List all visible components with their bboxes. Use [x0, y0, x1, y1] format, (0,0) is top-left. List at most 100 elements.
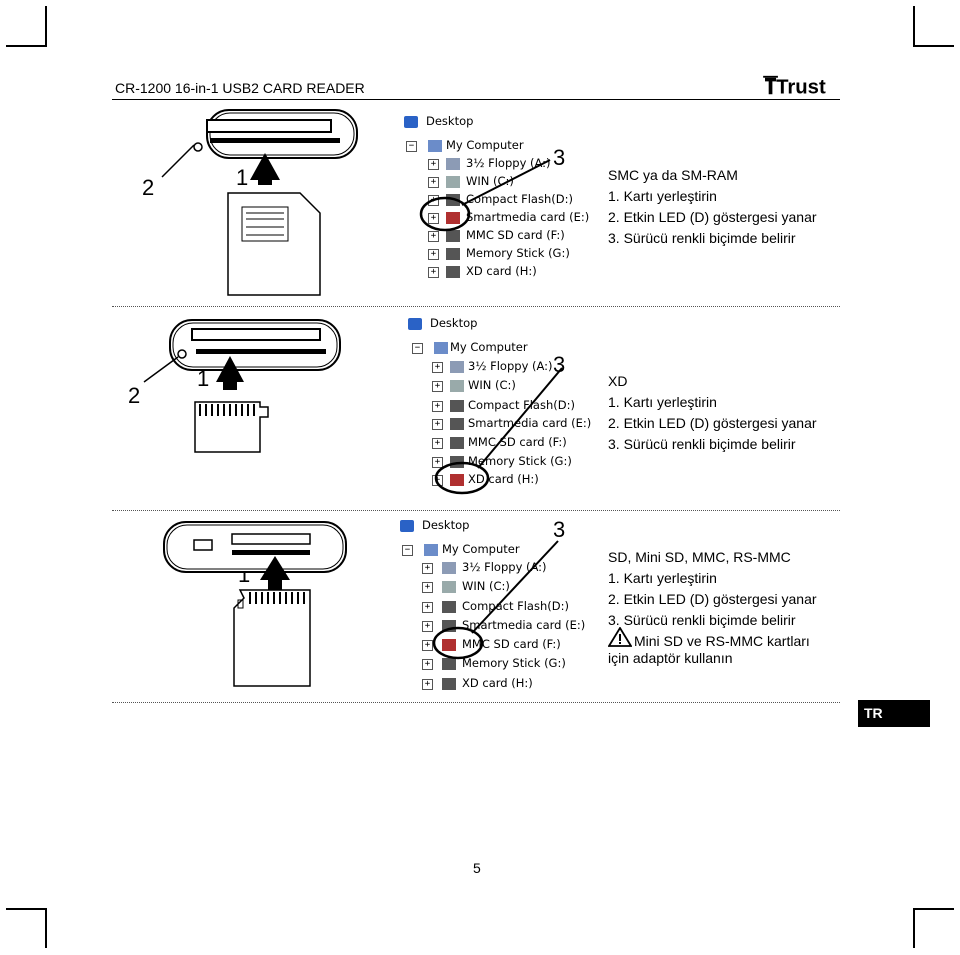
- xd-card-icon: [450, 474, 464, 486]
- crop-mark: [913, 45, 954, 47]
- expand-icon[interactable]: +: [432, 419, 443, 430]
- desktop-icon: [404, 116, 418, 128]
- floppy-icon: [446, 158, 460, 170]
- led-indicator: [177, 349, 187, 359]
- section-divider: [112, 510, 840, 511]
- language-badge: TR: [858, 700, 930, 727]
- step-text: 3. Sürücü renkli biçimde belirir: [608, 230, 796, 246]
- card-type-heading: XD: [608, 373, 628, 389]
- crop-mark: [45, 908, 47, 948]
- section-divider: [112, 306, 840, 307]
- trust-logo: Trust: [763, 75, 826, 98]
- expand-icon[interactable]: +: [428, 159, 439, 170]
- expand-icon[interactable]: +: [428, 231, 439, 242]
- explorer-tree: Desktop −My Computer +3½ Floppy (A:) +WI…: [392, 514, 592, 694]
- expand-icon[interactable]: +: [432, 381, 443, 392]
- step-text: 1. Kartı yerleştirin: [608, 188, 717, 204]
- instruction-block: SMC ya da SM-RAM 1. Kartı yerleştirin 2.…: [608, 165, 817, 249]
- mmc-icon: [446, 230, 460, 242]
- xd-card-icon: [446, 266, 460, 278]
- callout-1: 1: [236, 165, 249, 190]
- instruction-block: XD 1. Kartı yerleştirin 2. Etkin LED (D)…: [608, 371, 817, 455]
- card-reader-diagram: [143, 319, 341, 453]
- expand-icon[interactable]: +: [422, 679, 433, 690]
- my-computer-icon: [434, 342, 448, 354]
- expand-icon[interactable]: +: [422, 621, 433, 632]
- warning-icon: [608, 627, 632, 647]
- collapse-icon[interactable]: −: [412, 343, 423, 354]
- card-reader-diagram: [163, 521, 347, 687]
- drive-icon: [446, 176, 460, 188]
- desktop-icon: [408, 318, 422, 330]
- expand-icon[interactable]: +: [422, 602, 433, 613]
- callout-3: 3: [553, 352, 566, 377]
- instruction-block: SD, Mini SD, MMC, RS-MMC 1. Kartı yerleş…: [608, 547, 817, 669]
- step-text: 2. Etkin LED (D) göstergesi yanar: [608, 209, 817, 225]
- expand-icon[interactable]: +: [422, 659, 433, 670]
- crop-mark: [45, 6, 47, 46]
- warning-note: Mini SD ve RS-MMC kartları: [608, 627, 817, 652]
- cf-card-icon: [450, 400, 464, 412]
- my-computer-icon: [428, 140, 442, 152]
- card-reader-diagram: [161, 109, 358, 296]
- collapse-icon[interactable]: −: [402, 545, 413, 556]
- step-text: 2. Etkin LED (D) göstergesi yanar: [608, 591, 817, 607]
- step-text: 1. Kartı yerleştirin: [608, 570, 717, 586]
- floppy-icon: [450, 361, 464, 373]
- my-computer-icon: [424, 544, 438, 556]
- expand-icon[interactable]: +: [428, 267, 439, 278]
- insert-arrow-icon: [250, 153, 280, 185]
- warning-text: Mini SD ve RS-MMC kartları: [634, 633, 810, 649]
- callout-2: 2: [128, 383, 141, 408]
- insert-arrow-icon: [216, 356, 244, 390]
- card-type-heading: SMC ya da SM-RAM: [608, 167, 738, 183]
- step-text: 3. Sürücü renkli biçimde belirir: [608, 436, 796, 452]
- xd-card-icon: [442, 678, 456, 690]
- smartmedia-icon: [446, 212, 460, 224]
- cf-card-icon: [442, 601, 456, 613]
- page-number: 5: [473, 860, 481, 876]
- drive-icon: [442, 581, 456, 593]
- expand-icon[interactable]: +: [432, 457, 443, 468]
- collapse-icon[interactable]: −: [406, 141, 417, 152]
- step-text: 2. Etkin LED (D) göstergesi yanar: [608, 415, 817, 431]
- expand-icon[interactable]: +: [432, 438, 443, 449]
- highlight-callout: [432, 540, 559, 660]
- callout-1: 1: [197, 366, 210, 391]
- step-text: 3. Sürücü renkli biçimde belirir: [608, 612, 796, 628]
- highlight-callout: [434, 367, 563, 495]
- expand-icon[interactable]: +: [432, 401, 443, 412]
- expand-icon[interactable]: +: [422, 563, 433, 574]
- explorer-tree: Desktop −My Computer +3½ Floppy (A:) +WI…: [398, 112, 598, 292]
- section-divider: [112, 702, 840, 703]
- mmc-icon: [450, 437, 464, 449]
- insert-arrow-icon: [260, 556, 290, 590]
- expand-icon[interactable]: +: [428, 177, 439, 188]
- header-rule: [112, 99, 840, 100]
- desktop-icon: [400, 520, 414, 532]
- callout-3: 3: [553, 517, 566, 542]
- expand-icon[interactable]: +: [422, 640, 433, 651]
- trust-logo-text: Trust: [776, 76, 826, 98]
- led-indicator: [193, 142, 203, 152]
- memory-stick-icon: [446, 248, 460, 260]
- sd-card-icon: [233, 589, 311, 687]
- crop-mark: [6, 45, 47, 47]
- crop-mark: [913, 6, 915, 46]
- expand-icon[interactable]: +: [428, 249, 439, 260]
- floppy-icon: [442, 562, 456, 574]
- callout-2: 2: [142, 175, 155, 200]
- expand-icon[interactable]: +: [428, 213, 439, 224]
- card-type-heading: SD, Mini SD, MMC, RS-MMC: [608, 549, 791, 565]
- xd-card-icon: [194, 401, 269, 453]
- crop-mark: [6, 908, 47, 910]
- expand-icon[interactable]: +: [432, 362, 443, 373]
- expand-icon[interactable]: +: [422, 582, 433, 593]
- drive-icon: [450, 380, 464, 392]
- crop-mark: [913, 908, 954, 910]
- step-text: 1. Kartı yerleştirin: [608, 394, 717, 410]
- warning-text: için adaptör kullanın: [608, 650, 733, 666]
- document-title: CR-1200 16-in-1 USB2 CARD READER: [115, 80, 365, 96]
- smartmedia-icon: [450, 418, 464, 430]
- memory-stick-icon: [442, 658, 456, 670]
